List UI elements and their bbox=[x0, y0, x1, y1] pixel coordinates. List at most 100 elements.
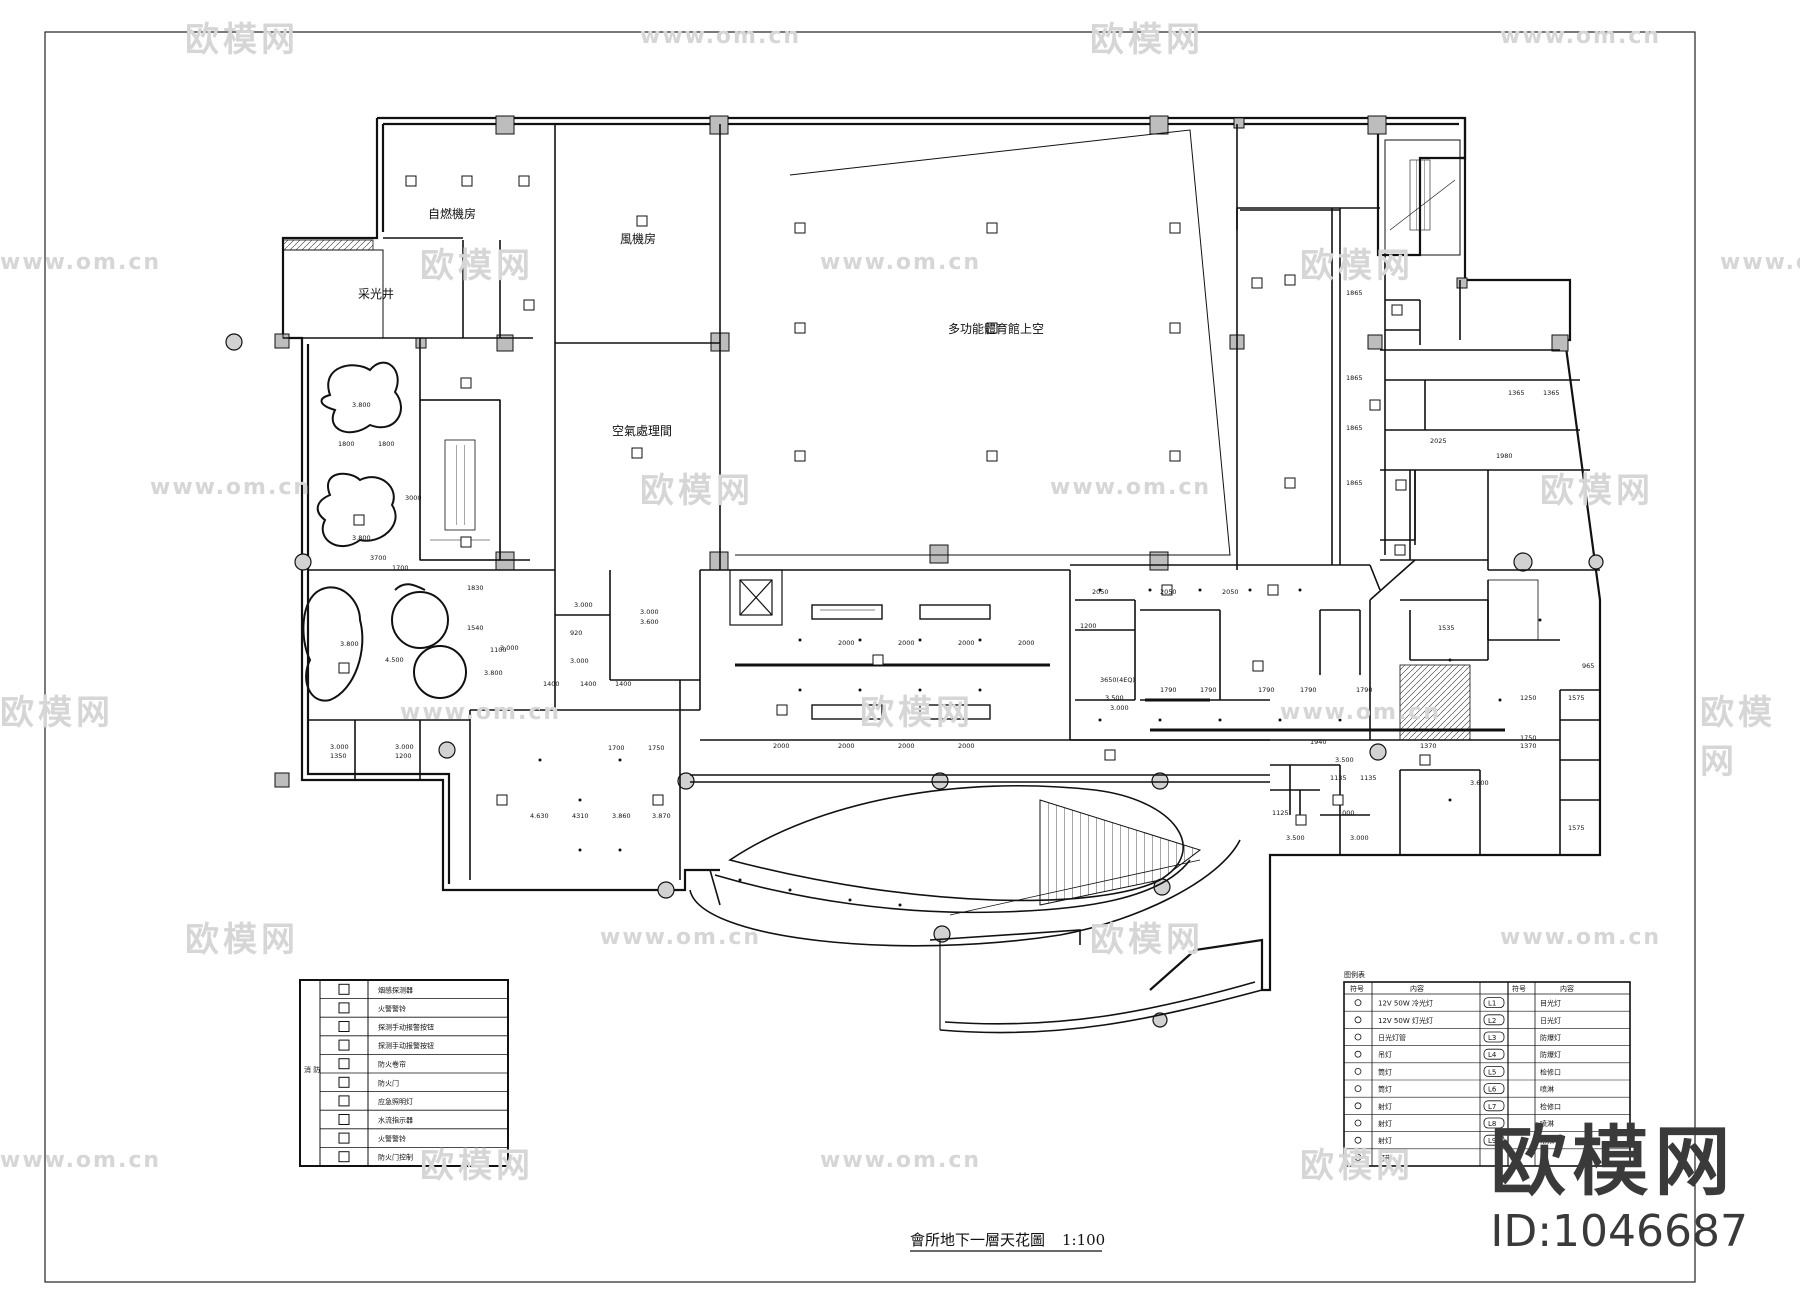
light-legend-row-content: 12V 50W 灯光灯 bbox=[1378, 1016, 1433, 1025]
stair-right bbox=[1384, 139, 1461, 256]
level-mark: 3.000 bbox=[395, 743, 414, 751]
light-legend-code-badge bbox=[1483, 1066, 1505, 1077]
light-legend-code-badge bbox=[1483, 997, 1505, 1008]
level-mark: 3.860 bbox=[612, 812, 631, 820]
level-mark: 3.800 bbox=[352, 401, 371, 409]
dim-1400b: 1400 bbox=[580, 680, 597, 688]
fire-legend-symbol-icon bbox=[338, 1058, 350, 1070]
light-legend-row-code: L5 bbox=[1488, 1068, 1496, 1076]
light-legend-symbol-icon bbox=[1354, 1136, 1362, 1144]
fire-legend-row-label: 探测手动报警按钮 bbox=[378, 1041, 434, 1050]
fire-legend-symbol-icon bbox=[338, 1002, 350, 1014]
elevator-shaft bbox=[729, 569, 783, 626]
dim-1100: 1100 bbox=[490, 646, 507, 654]
light-legend-symbol-icon bbox=[1354, 1050, 1362, 1058]
dimension-labels: 1800 1800 3000 3700 1700 1830 1540 1100 … bbox=[330, 289, 1594, 832]
light-legend-symbol-icon bbox=[1354, 1085, 1362, 1092]
light-legend-symbol-icon bbox=[1354, 1016, 1362, 1024]
drawing-scale: 1:100 bbox=[1062, 1231, 1105, 1249]
fire-legend-row-label: 防火门控制 bbox=[378, 1153, 413, 1162]
dim-1790c: 1790 bbox=[1258, 686, 1275, 694]
dim-1750b: 1750 bbox=[1520, 734, 1537, 742]
light-legend-code-badge bbox=[1483, 1100, 1505, 1112]
light-legend-row-content: 灯带 bbox=[1378, 1153, 1392, 1162]
dim-2000g: 2000 bbox=[898, 742, 915, 750]
level-mark: 3650(4EQ) bbox=[1100, 676, 1135, 684]
curved-walkway bbox=[689, 784, 1263, 1034]
light-legend-row-content-2: 防爆灯 bbox=[1540, 1033, 1561, 1042]
level-mark: 3.800 bbox=[340, 640, 359, 648]
fire-legend-symbol-icon bbox=[338, 1021, 350, 1032]
light-legend-row-content: 12V 50W 冷光灯 bbox=[1378, 999, 1433, 1008]
level-mark: 3.000 bbox=[640, 608, 659, 616]
dim-965: 965 bbox=[1582, 662, 1594, 670]
dim-1865d: 1865 bbox=[1346, 479, 1363, 487]
level-mark: 3.600 bbox=[1470, 779, 1489, 787]
dim-1830: 1830 bbox=[467, 584, 484, 592]
drawing-title-block: 會所地下一層天花圖 1:100 bbox=[910, 1231, 1105, 1252]
light-legend-symbol-icon bbox=[1354, 1068, 1362, 1075]
light-legend-row-content-2: 吊顶 bbox=[1540, 1137, 1554, 1145]
light-legend-code-badge bbox=[1483, 1083, 1505, 1094]
linear-light-fixtures bbox=[735, 604, 1505, 732]
level-mark: 4.500 bbox=[385, 656, 404, 664]
dim-1370b: 1370 bbox=[1520, 742, 1537, 750]
fire-legend-row-label: 防火门 bbox=[378, 1078, 399, 1087]
dim-1790d: 1790 bbox=[1300, 686, 1317, 694]
ceiling-dots bbox=[538, 588, 1542, 907]
light-legend-code-badge bbox=[1483, 1031, 1505, 1043]
light-legend-code-badge bbox=[1483, 1134, 1505, 1146]
brand-block: 欧模网 ID:1046687 bbox=[1490, 1124, 1748, 1258]
dim-1365a: 1365 bbox=[1508, 389, 1525, 397]
level-mark: 3.500 bbox=[1105, 694, 1124, 702]
lightwell-hatch bbox=[282, 239, 374, 251]
light-legend-row-content: 筒灯 bbox=[1378, 1067, 1392, 1076]
light-legend-row-content-2: 喷淋 bbox=[1540, 1119, 1554, 1128]
hatch-panel-a bbox=[1399, 664, 1471, 741]
dim-1250: 1250 bbox=[1520, 694, 1537, 702]
room-label-natural-gas-room: 自燃機房 bbox=[428, 206, 476, 221]
drawing-title: 會所地下一層天花圖 bbox=[910, 1231, 1045, 1249]
dim-1790e: 1790 bbox=[1356, 686, 1373, 694]
dim-1980: 1980 bbox=[1496, 452, 1513, 460]
fire-legend-table: 消 防 烟感探测器火警警铃探测手动报警按钮探测手动报警按钮防火卷帘防火门应急照明… bbox=[299, 979, 509, 1167]
level-mark: 3.500 bbox=[1335, 756, 1354, 764]
dim-1700b: 1700 bbox=[608, 744, 625, 752]
dim-2000h: 2000 bbox=[958, 742, 975, 750]
level-mark: 4.630 bbox=[530, 812, 549, 820]
dim-1790b: 1790 bbox=[1200, 686, 1217, 694]
dim-1750: 1750 bbox=[648, 744, 665, 752]
fire-legend-row-label: 防火卷帘 bbox=[378, 1060, 406, 1069]
room-label-gym-void: 多功能體育館上空 bbox=[948, 321, 1044, 336]
room-label-lightwell: 采光井 bbox=[358, 287, 394, 301]
light-legend-row-content: 射灯 bbox=[1378, 1102, 1392, 1111]
fire-legend-symbol-icon bbox=[338, 1132, 350, 1144]
fire-legend-row-label: 应急照明灯 bbox=[378, 1097, 413, 1106]
fire-legend-row-label: 火警警铃 bbox=[378, 1004, 406, 1013]
room-label-fan-room: 風機房 bbox=[620, 231, 656, 246]
hatch-panel-b bbox=[1487, 579, 1539, 641]
light-legend-symbol-icon bbox=[1354, 1119, 1362, 1127]
fire-legend-symbol-icon bbox=[338, 1114, 350, 1125]
light-legend-symbol-icon bbox=[1354, 1033, 1362, 1041]
light-legend-code-badge bbox=[1483, 1117, 1505, 1129]
fire-legend-symbol-icon bbox=[338, 1039, 350, 1051]
light-legend-row-content: 吊灯 bbox=[1378, 1050, 1392, 1059]
light-legend-row-code: L6 bbox=[1488, 1086, 1497, 1094]
dim-1865b: 1865 bbox=[1346, 374, 1363, 382]
light-legend-row-code: L8 bbox=[1488, 1120, 1496, 1128]
light-legend-symbol-icon bbox=[1354, 999, 1362, 1006]
round-columns bbox=[225, 333, 1604, 1028]
light-legend-row-code: L1 bbox=[1488, 1000, 1496, 1008]
dim-1535: 1535 bbox=[1438, 624, 1455, 632]
fire-legend-row-label: 火警警铃 bbox=[378, 1134, 406, 1143]
ceiling-symbols bbox=[338, 175, 1431, 826]
dim-2000f: 2000 bbox=[838, 742, 855, 750]
fire-legend-row-label: 烟感探测器 bbox=[378, 985, 413, 994]
light-legend-row-code: L4 bbox=[1488, 1051, 1497, 1059]
dim-1125: 1125 bbox=[1272, 809, 1289, 817]
legend-header-symbol-2: 符号 bbox=[1512, 984, 1526, 993]
dim-1800a: 1800 bbox=[338, 440, 355, 448]
light-legend-row-content-2: 目光灯 bbox=[1540, 999, 1561, 1008]
